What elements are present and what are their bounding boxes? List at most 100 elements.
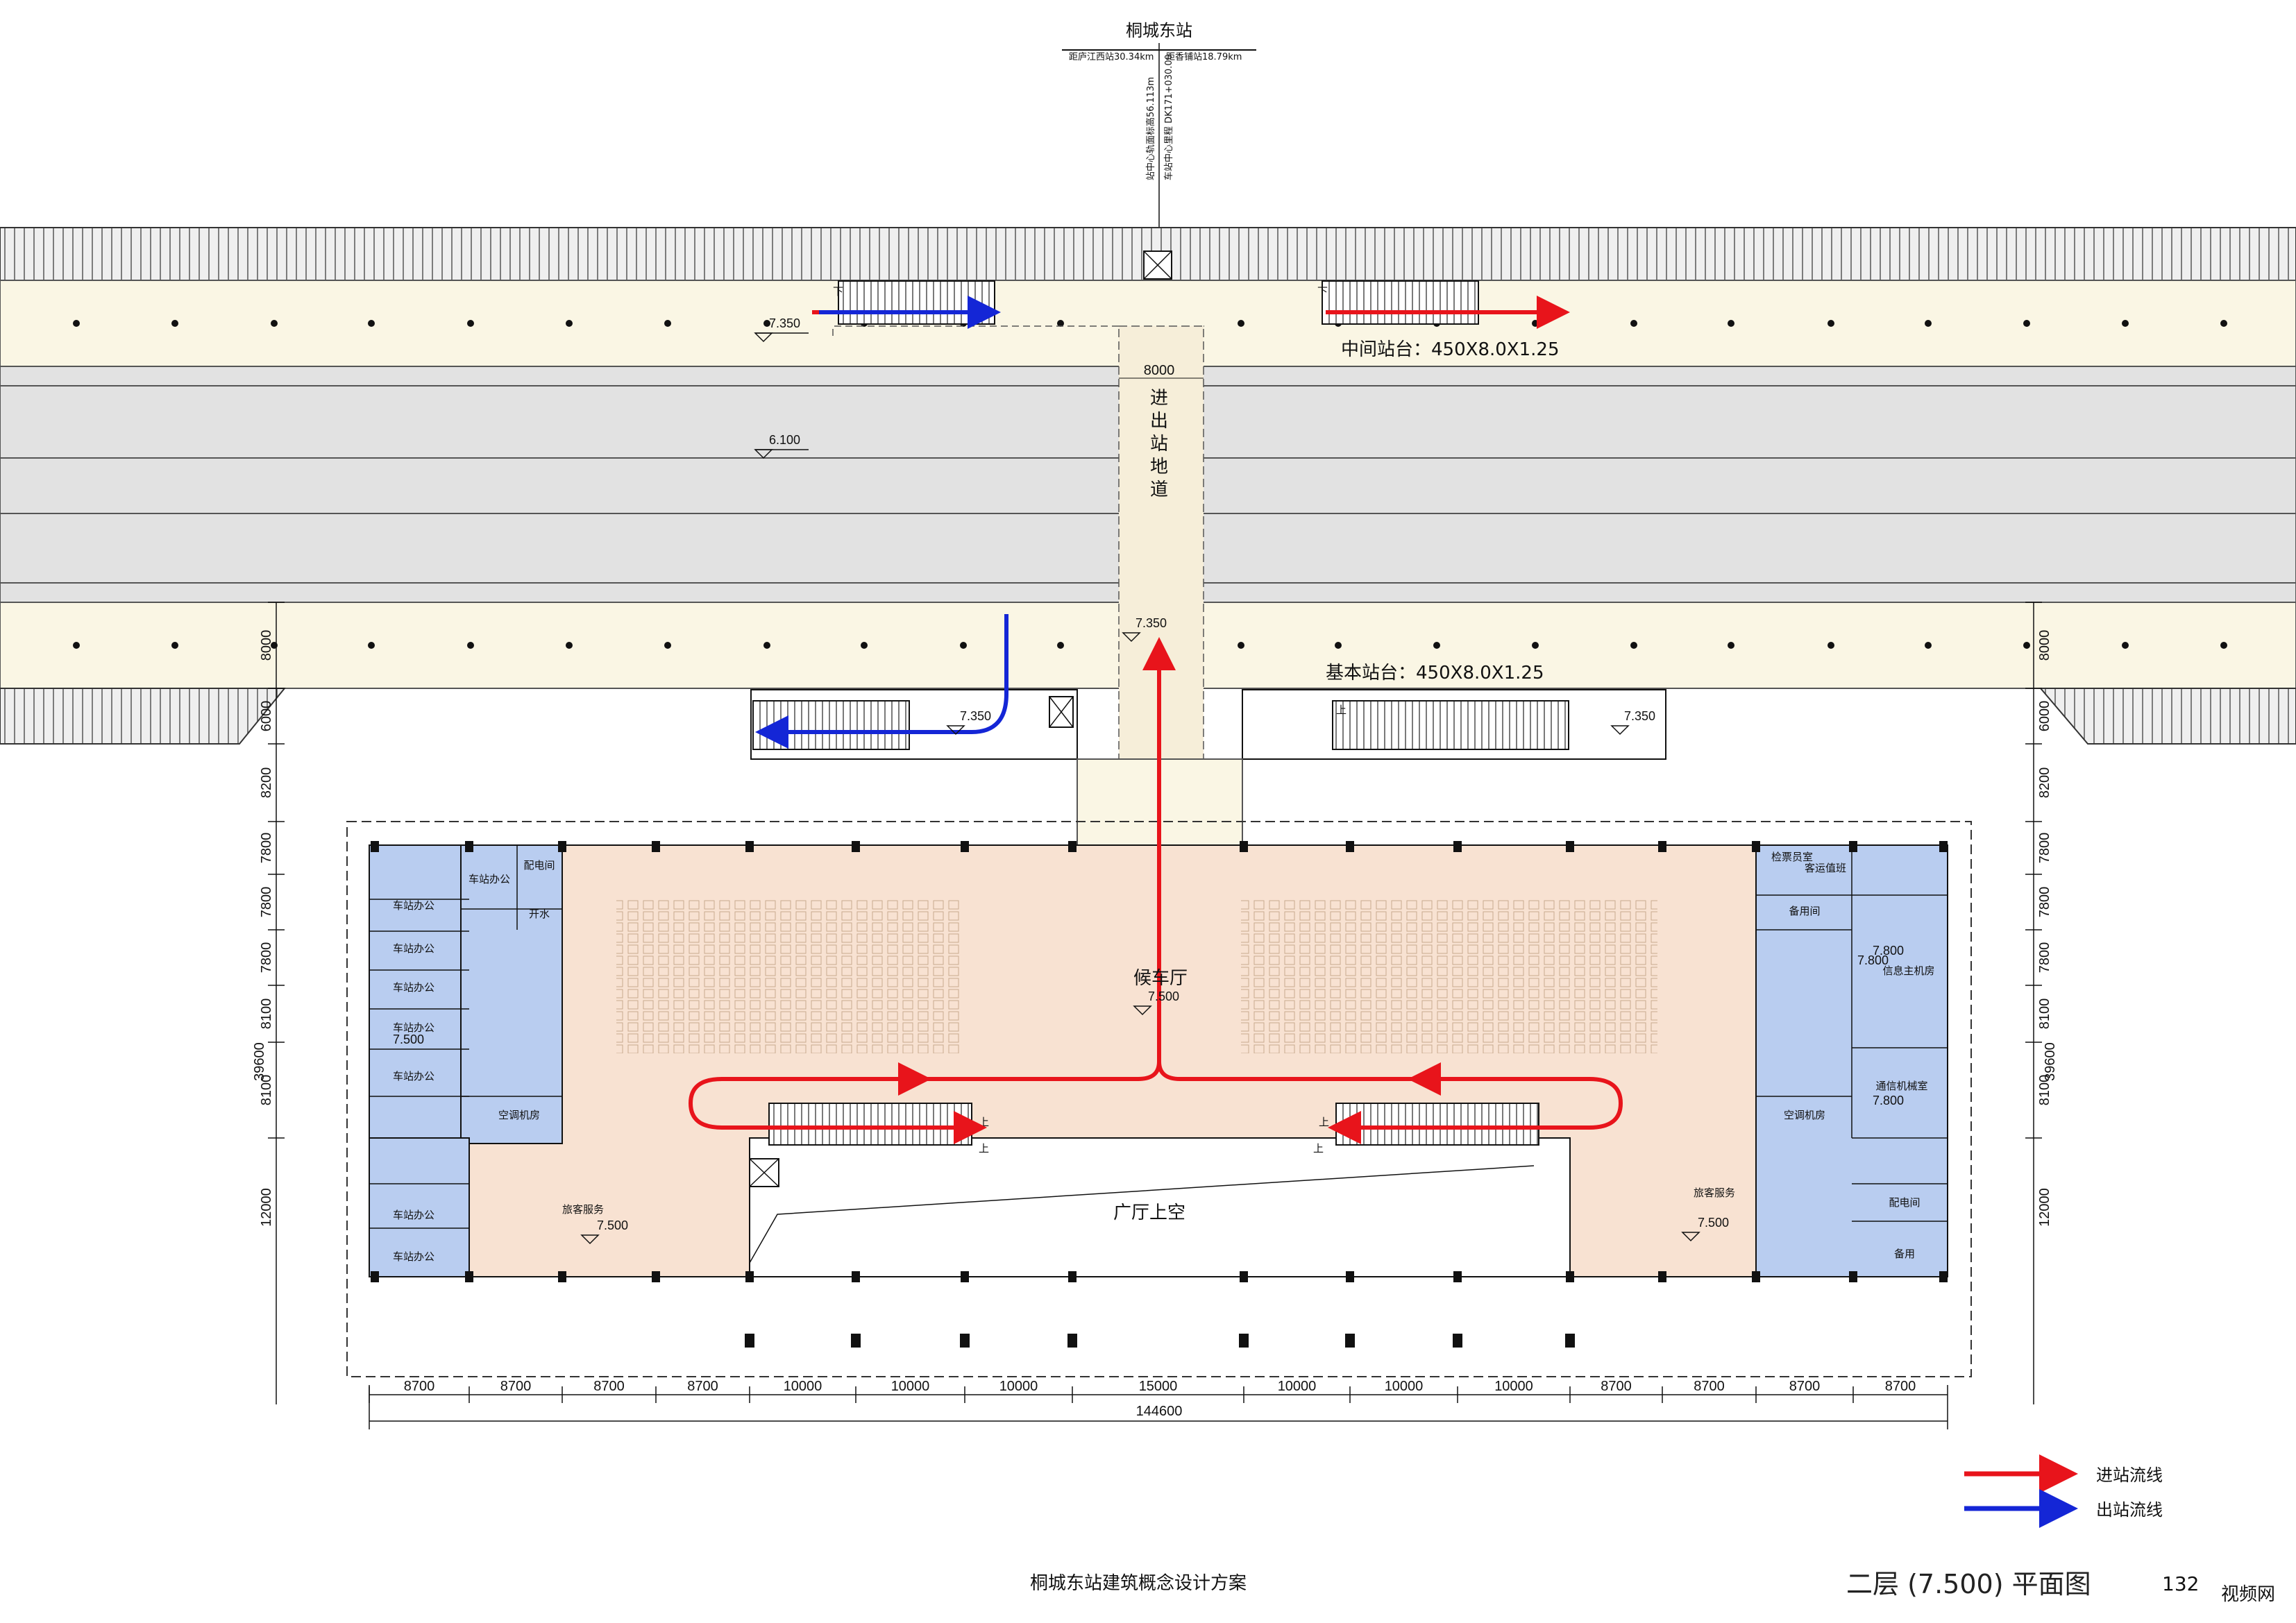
column-dot — [1532, 320, 1539, 327]
column-dot — [1728, 642, 1734, 649]
svg-text:配电间: 配电间 — [523, 859, 555, 872]
column-dot — [960, 642, 967, 649]
passage-char-2: 出 — [1150, 411, 1168, 432]
waiting-hall-area — [469, 844, 1757, 1277]
column-dot — [1238, 320, 1244, 327]
canopy-column — [1067, 1334, 1077, 1348]
svg-text:7.500: 7.500 — [597, 1218, 628, 1232]
column-dot — [2122, 642, 2129, 649]
dim-side-total-right: 39600 — [2043, 1042, 2058, 1081]
hall-column — [558, 1271, 566, 1282]
hall-column — [1346, 841, 1354, 852]
dim-side-segment: 7800 — [259, 942, 274, 974]
dim-side-segment: 7800 — [2037, 942, 2052, 974]
watermark: 视频网 — [2221, 1584, 2275, 1605]
hall-column — [852, 1271, 860, 1282]
svg-text:客运值班: 客运值班 — [1805, 862, 1846, 874]
hall-column — [1453, 841, 1462, 852]
top-canopy-box — [1143, 250, 1172, 280]
basic-stair-block-left — [750, 689, 1078, 760]
hall-column — [1939, 1271, 1948, 1282]
dim-side-segment: 8100 — [2037, 999, 2052, 1030]
dim-segment: 10000 — [1494, 1379, 1533, 1394]
hall-column — [1566, 841, 1574, 852]
vertical-note-1: 站中心轨面标高56.113m — [1145, 77, 1156, 180]
distance-right: 距香铺站18.79km — [1166, 52, 1242, 62]
hall-column — [1240, 841, 1248, 852]
hall-column — [961, 1271, 969, 1282]
vertical-note-2: 车站中心里程 DK171+030.00 — [1163, 54, 1174, 180]
lower-canopy-right — [2038, 688, 2296, 745]
dim-side-segment: 12000 — [2037, 1188, 2052, 1227]
hall-column — [1849, 841, 1857, 852]
column-dot — [2023, 320, 2030, 327]
dim-side-segment: 7800 — [2037, 833, 2052, 864]
hall-column — [465, 841, 473, 852]
svg-text:7.800: 7.800 — [1857, 953, 1889, 967]
hall-column — [652, 841, 660, 852]
column-dot — [2220, 320, 2227, 327]
dim-side-segment: 8100 — [259, 1075, 274, 1106]
canopy-column — [1239, 1334, 1249, 1348]
svg-text:车站办公: 车站办公 — [393, 1250, 434, 1263]
station-header: 桐城东站 距庐江西站30.34km 距香铺站18.79km 站中心轨面标高56.… — [1062, 21, 1256, 229]
svg-text:7.800: 7.800 — [1873, 1094, 1904, 1107]
hall-columns — [371, 841, 1948, 1348]
svg-text:空调机房: 空调机房 — [1784, 1109, 1825, 1121]
svg-text:上: 上 — [1313, 1142, 1324, 1155]
column-dot — [566, 642, 573, 649]
svg-text:下: 下 — [833, 285, 843, 298]
svg-text:车站办公: 车站办公 — [393, 1021, 434, 1034]
dim-segment: 10000 — [1385, 1379, 1424, 1394]
column-dot — [1630, 320, 1637, 327]
legend: 进站流线 出站流线 — [1964, 1454, 2163, 1528]
svg-text:信息主机房: 信息主机房 — [1882, 965, 1934, 977]
canopy-column — [1345, 1334, 1355, 1348]
svg-text:6.100: 6.100 — [769, 433, 800, 447]
hall-column — [1240, 1271, 1248, 1282]
hall-column — [1068, 841, 1077, 852]
dim-segment: 8700 — [500, 1379, 532, 1394]
column-dot — [1630, 642, 1637, 649]
dim-side-segment: 7800 — [2037, 887, 2052, 918]
svg-text:空调机房: 空调机房 — [498, 1109, 540, 1121]
svg-text:车站办公: 车站办公 — [393, 981, 434, 994]
left-room-labels: 车站办公 配电间 开水 车站办公 车站办公 车站办公 车站办公 车站办公 空调机… — [393, 859, 555, 1263]
column-dot — [73, 320, 80, 327]
sheet-title: 二层 (7.500) 平面图 — [1846, 1569, 2091, 1599]
service-left-label: 旅客服务 — [562, 1203, 604, 1216]
passage-char-5: 道 — [1150, 479, 1168, 500]
hall-column — [558, 841, 566, 852]
column-dot — [861, 642, 868, 649]
dim-side-segment: 8200 — [259, 767, 274, 799]
hall-column — [1346, 1271, 1354, 1282]
canopy-column — [960, 1334, 970, 1348]
legend-out: 出站流线 — [2096, 1500, 2163, 1520]
middle-platform-label: 中间站台：450X8.0X1.25 — [1341, 339, 1560, 360]
svg-text:车站办公: 车站办公 — [393, 1209, 434, 1221]
dim-segment: 10000 — [891, 1379, 930, 1394]
column-dot — [1827, 642, 1834, 649]
side-dimensions-left: 39600 8000600082007800780078008100810012… — [252, 602, 285, 1404]
dim-side-segment: 8000 — [259, 630, 274, 661]
svg-text:上: 上 — [1319, 1116, 1329, 1128]
column-dot — [368, 320, 375, 327]
svg-text:7.350: 7.350 — [1624, 709, 1655, 723]
svg-text:上: 上 — [979, 1116, 989, 1128]
column-dot — [664, 642, 671, 649]
column-dot — [467, 642, 474, 649]
column-dot — [1433, 642, 1440, 649]
passage-width: 8000 — [1144, 363, 1175, 378]
dim-side-segment: 6000 — [2037, 701, 2052, 732]
column-dot — [1532, 642, 1539, 649]
column-dot — [1728, 320, 1734, 327]
hall-column — [371, 841, 379, 852]
dim-segment: 8700 — [1694, 1379, 1725, 1394]
column-dot — [2220, 642, 2227, 649]
column-dot — [467, 320, 474, 327]
hall-column — [371, 1271, 379, 1282]
footer-title: 桐城东站建筑概念设计方案 — [1030, 1573, 1247, 1594]
hall-column — [1068, 1271, 1077, 1282]
column-dot — [2122, 320, 2129, 327]
